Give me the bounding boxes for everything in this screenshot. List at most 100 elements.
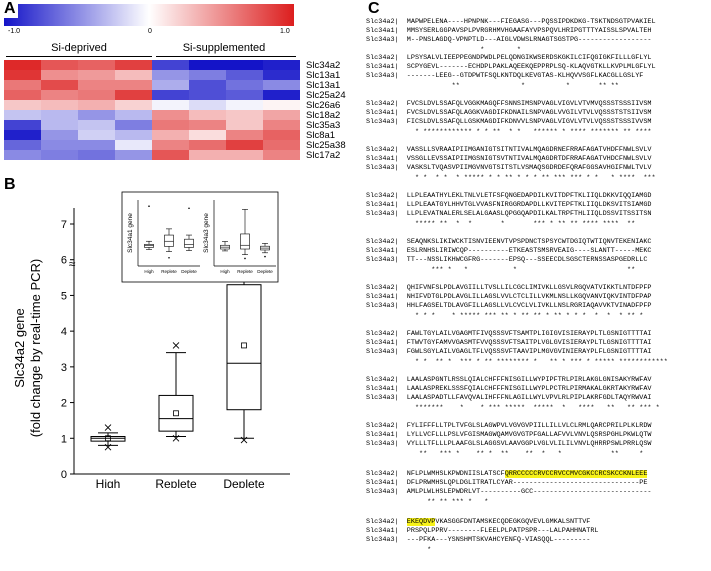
heatmap-cell <box>263 120 300 131</box>
heatmap-cell <box>189 110 227 121</box>
sequence-line: Slc34a1| NHIFVDTGLPDLAVGLILLAGSLVVLCTCLI… <box>366 293 652 302</box>
sequence-line: Slc34a2| LAALASPGNTLRSSLQIALCHFFFNISGILL… <box>366 376 652 384</box>
panel-c-letter: C <box>368 0 380 17</box>
x-tick-label: Replete <box>155 477 197 488</box>
y-axis-label: Slc34a2 gene <box>12 308 27 388</box>
heatmap-cell <box>189 60 227 71</box>
colorbar-mid-label: 0 <box>148 28 152 35</box>
heatmap-cell <box>115 70 153 81</box>
sequence-line: Slc34a3| VASKSLTVQASVPIIMGVNVGTSITSTLVSM… <box>366 164 652 173</box>
heatmap-cell <box>4 130 42 141</box>
heatmap-cell <box>78 90 116 101</box>
y-axis-break: ≈ <box>69 257 76 271</box>
heatmap-cell <box>152 150 190 160</box>
heatmap-cell <box>189 70 227 81</box>
inset-x-label: Deplete <box>257 269 273 274</box>
heatmap-cell <box>226 100 264 111</box>
sequence-line: Slc34a3| LLPLEVATNALERLSELALGAASLQPGGQAP… <box>366 210 652 219</box>
group-bracket-si-supplemented <box>156 56 296 57</box>
alignment-block: Slc34a2| LLPLEAATHYLEKLTNLVLETFSFQNGEDAP… <box>366 192 652 229</box>
alignment-block: Slc34a2| NFLPLWMHSLKPWDNIISLATSCFQRRCCCC… <box>366 470 652 507</box>
heatmap-cell <box>41 150 79 160</box>
group-label-si-supplemented: Si-supplemented <box>182 42 266 54</box>
heatmap-gene-label: Slc17a2 <box>306 149 341 161</box>
y-tick-label: 6 <box>61 255 67 267</box>
inset-frame <box>121 191 279 283</box>
heatmap-cell <box>4 90 42 101</box>
alignment-block: Slc34a2| QHIFVNFSLPDLAVGIILLTVSLLILCGCLI… <box>366 284 652 321</box>
heatmap-cell <box>152 90 190 101</box>
heatmap-cell <box>78 110 116 121</box>
heatmap-cell <box>41 80 79 91</box>
conservation-line: * * ** * *** * ** ******** * ** * *** * … <box>366 357 668 366</box>
sequence-line: Slc34a1| DFLPRWMHSLQPLDGLITRATLCYAR-----… <box>366 479 648 488</box>
sequence-line: Slc34a2| FVCSLDVLSSAFQLVGGKMAGQFFSNNSIMS… <box>366 100 652 108</box>
sequence-line: Slc34a3| LAALASPADTLLFAVQVALIHFFFNLAGILL… <box>366 394 652 403</box>
heatmap-gene-label: Slc8a1 <box>306 129 336 141</box>
sequence-line: Slc34a3| M--PNSLAGDQ-VPNPTLD---AIGLVDWSL… <box>366 36 652 45</box>
sequence-line: Slc34a2| EKEQDVPVKASGGFDNTAMSKECQDEGKGQV… <box>366 518 591 526</box>
sequence-line: Slc34a2| NFLPLWMHSLKPWDNIISLATSCFQRRCCCC… <box>366 470 648 478</box>
sequence-line: Slc34a1| VSSGLLEVSSAIPIIMGSNIGTSVTNTIVAL… <box>366 155 652 164</box>
conservation-line: * * * * ***** *** ** * ** ** * ** * * * … <box>366 311 644 320</box>
box-high <box>90 424 126 451</box>
heatmap-gene-label: Slc34a2 <box>306 59 341 71</box>
sequence-line: Slc34a3| FICSLDVLSSAFQLLGSKMAGDIFKDNVVLS… <box>366 118 652 127</box>
heatmap-cell <box>4 110 42 121</box>
heatmap-cell <box>78 80 116 91</box>
heatmap-cell <box>115 130 153 141</box>
heatmap-gene-label: Slc26a6 <box>306 99 341 111</box>
heatmap-cell <box>41 140 79 151</box>
alignment-block: Slc34a2| FYLIFFFLLTPLTVFGLSLAGWPVLVGVGVP… <box>366 422 652 459</box>
heatmap-cell <box>152 60 190 71</box>
sequence-line: Slc34a2| QHIFVNFSLPDLAVGIILLTVSLLILCGCLI… <box>366 284 652 292</box>
sequence-line: Slc34a1| LAALASPREKLSSSFQIALCHFFFNISGILL… <box>366 385 652 394</box>
heatmap-cell <box>4 120 42 131</box>
heatmap-gene-label: Slc35a3 <box>306 119 341 131</box>
heatmap-cell <box>189 120 227 131</box>
heatmap-cell <box>263 140 300 151</box>
sequence-line: Slc34a3| HHLFAGSELTDLAVGFILLAGSLLVLCVCLV… <box>366 302 652 311</box>
heatmap-cell <box>78 130 116 141</box>
sequence-line: Slc34a3| AMLPLWLHSLEPWDRLVT----------GCC… <box>366 488 652 497</box>
heatmap-cell <box>263 130 300 141</box>
group-label-si-deprived: Si-deprived <box>51 42 107 54</box>
heatmap-cell <box>78 140 116 151</box>
sequence-line: Slc34a2| FAWLTGYLAILVGAGMTFIVQSSSVFTSAMT… <box>366 330 652 338</box>
conservation-line: ******* * * *** ***** ***** * **** ** **… <box>366 403 660 412</box>
heatmap-cell <box>189 130 227 141</box>
heatmap-cell <box>4 80 42 91</box>
y-tick-label: 5 <box>61 290 67 302</box>
alignment-block: Slc34a2| MAPWPELENA----HPNPNK---FIEGASG-… <box>366 18 656 55</box>
heatmap-cell <box>115 80 153 91</box>
heatmap-cell <box>263 110 300 121</box>
heatmap-cell <box>4 150 42 160</box>
heatmap-cell <box>41 130 79 141</box>
heatmap-cell <box>4 70 42 81</box>
heatmap-cell <box>189 100 227 111</box>
conservation-line: * <box>366 545 432 554</box>
sequence-alignment: Slc34a2| MAPWPELENA----HPNPNK---FIEGASG-… <box>366 18 708 570</box>
inset-x-label: High <box>144 269 154 274</box>
sequence-line: Slc34a1| LLPLEAATGYLHHVTGLVVASFNIRGGRDAP… <box>366 201 652 210</box>
heatmap-gene-label: Slc13a1 <box>306 79 341 91</box>
sequence-line: Slc34a3| FGWLSGYLAILVGAGLTFLVQSSSVFTAAVI… <box>366 348 652 357</box>
alignment-block: Slc34a2| LAALASPGNTLRSSLQIALCHFFFNISGILL… <box>366 376 660 413</box>
heatmap-cell <box>226 110 264 121</box>
sequence-line: Slc34a3| ---PFKA---YSNSHMTSKVAHCYENFQ-VI… <box>366 536 591 545</box>
heatmap-cell <box>152 80 190 91</box>
sequence-line: Slc34a3| TT---NSSLIKHWCGFRG-------EPSQ--… <box>366 256 648 265</box>
heatmap-cell <box>115 150 153 160</box>
heatmap-cell <box>152 130 190 141</box>
y-tick-label: 1 <box>61 433 67 445</box>
alignment-block: Slc34a2| SEAQNKSLIKIWCKTISNVIEENVTVPSPDN… <box>366 238 652 275</box>
heatmap-cell <box>226 70 264 81</box>
inset-x-label: Deplete <box>181 269 197 274</box>
heatmap-cell <box>41 110 79 121</box>
inset-y-label: Slc34a1 gene <box>127 213 134 253</box>
heatmap-cell <box>263 150 300 160</box>
sequence-line: Slc34a3| -------LEEG--GTDPWTFSQLKNTDQLKE… <box>366 72 644 81</box>
heatmap-cell <box>226 60 264 71</box>
heatmap-cell <box>226 120 264 131</box>
